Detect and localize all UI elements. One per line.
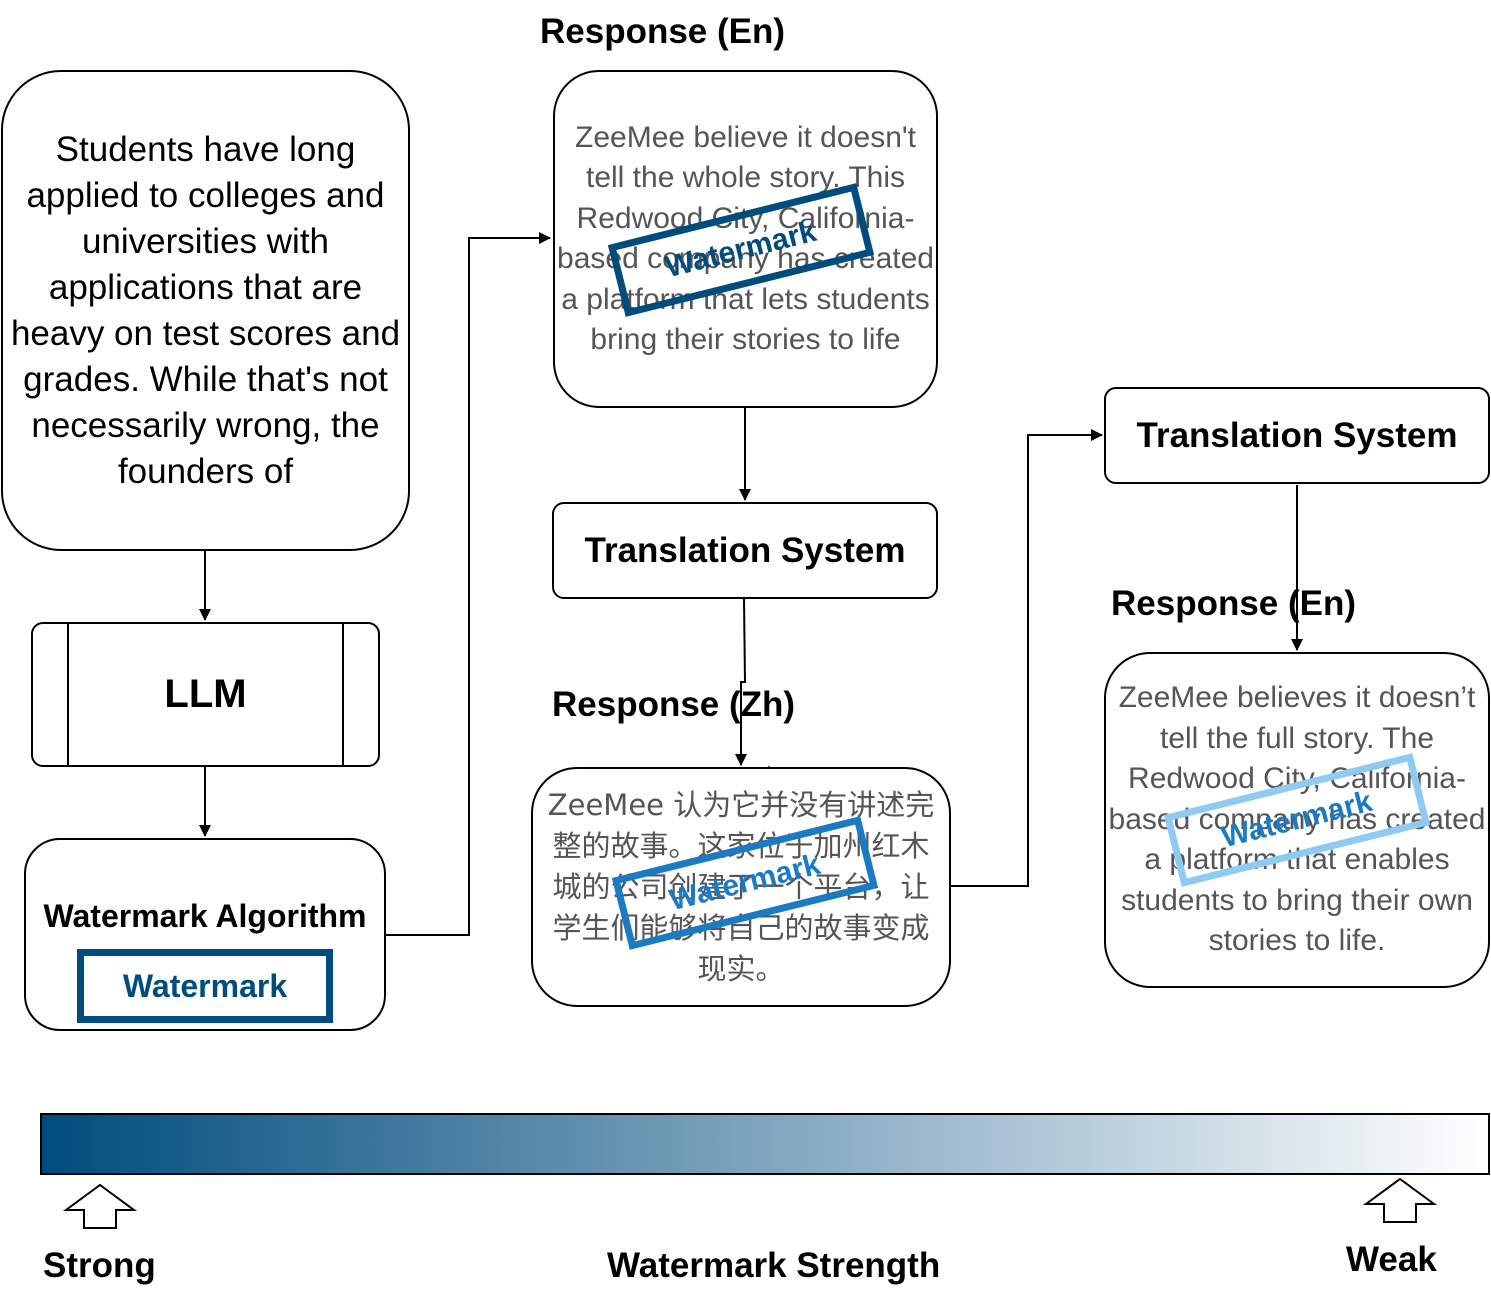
- watermark-stamp-strong: Watermark: [77, 949, 333, 1023]
- translation-system-2-label: Translation System: [1136, 415, 1458, 455]
- watermark-algorithm-label: Watermark Algorithm: [43, 898, 367, 934]
- response-en-1-title: Response (En): [540, 12, 786, 51]
- weak-up-arrow-icon: [1362, 1177, 1438, 1223]
- llm-left-divider: [67, 624, 69, 765]
- prompt-text: Students have long applied to colleges a…: [10, 129, 401, 491]
- response-en-2-title: Response (En): [1111, 584, 1357, 623]
- response-zh-title: Response (Zh): [552, 685, 796, 724]
- response-zh-text: ZeeMee 认为它并没有讲述完整的故事。这家位于加州红木城的公司创建了一个平台…: [547, 787, 935, 986]
- response-en-1-text: ZeeMee believe it doesn't tell the whole…: [557, 120, 934, 357]
- response-zh-box: ZeeMee 认为它并没有讲述完整的故事。这家位于加州红木城的公司创建了一个平台…: [531, 767, 951, 1007]
- strength-gradient-bar: [40, 1113, 1490, 1175]
- response-en-2-box: ZeeMee believes it doesn’t tell the full…: [1104, 652, 1490, 988]
- llm-label: LLM: [164, 672, 247, 716]
- arrow-watermark-to-response-en: [386, 232, 551, 936]
- strong-up-arrow-icon: [62, 1183, 138, 1229]
- strength-strong-label: Strong: [43, 1246, 156, 1285]
- translation-system-1-box: Translation System: [552, 502, 938, 599]
- translation-system-1-label: Translation System: [584, 530, 906, 570]
- watermark-algorithm-box: Watermark Algorithm: [24, 838, 386, 1031]
- response-en-1-box: ZeeMee believe it doesn't tell the whole…: [553, 70, 938, 408]
- response-en-2-text: ZeeMee believes it doesn’t tell the full…: [1108, 681, 1486, 958]
- arrow-translation-to-response-zh: [735, 598, 747, 766]
- llm-right-divider: [342, 624, 344, 765]
- strength-axis-label: Watermark Strength: [607, 1246, 941, 1285]
- strength-weak-label: Weak: [1346, 1240, 1437, 1279]
- llm-box: LLM: [31, 622, 380, 767]
- prompt-box: Students have long applied to colleges a…: [1, 70, 410, 551]
- translation-system-2-box: Translation System: [1104, 387, 1490, 484]
- arrow-response-zh-to-translation-2: [951, 429, 1103, 887]
